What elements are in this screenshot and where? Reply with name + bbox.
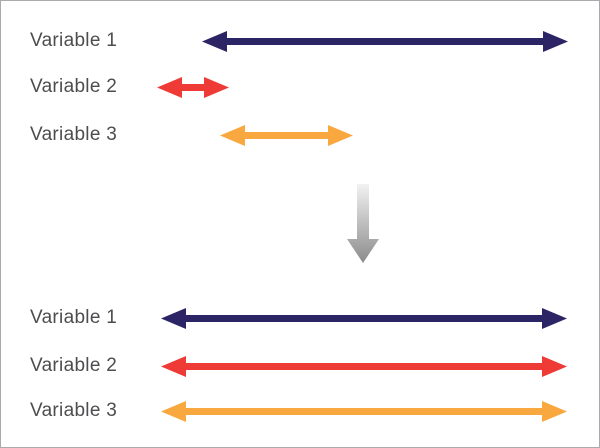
variable-label: Variable 2 bbox=[30, 76, 118, 97]
double-headed-range-arrow bbox=[157, 76, 229, 98]
double-headed-range-arrow bbox=[161, 355, 567, 377]
down-arrow-icon bbox=[347, 184, 379, 263]
variable-label: Variable 3 bbox=[30, 124, 118, 145]
variable-label: Variable 1 bbox=[30, 30, 118, 51]
double-headed-range-arrow bbox=[161, 307, 567, 329]
variable-label: Variable 3 bbox=[30, 400, 118, 421]
double-headed-range-arrow bbox=[161, 400, 567, 422]
variable-label: Variable 1 bbox=[30, 307, 118, 328]
double-headed-range-arrow bbox=[220, 124, 353, 146]
variable-label: Variable 2 bbox=[30, 355, 118, 376]
double-headed-range-arrow bbox=[202, 30, 568, 52]
